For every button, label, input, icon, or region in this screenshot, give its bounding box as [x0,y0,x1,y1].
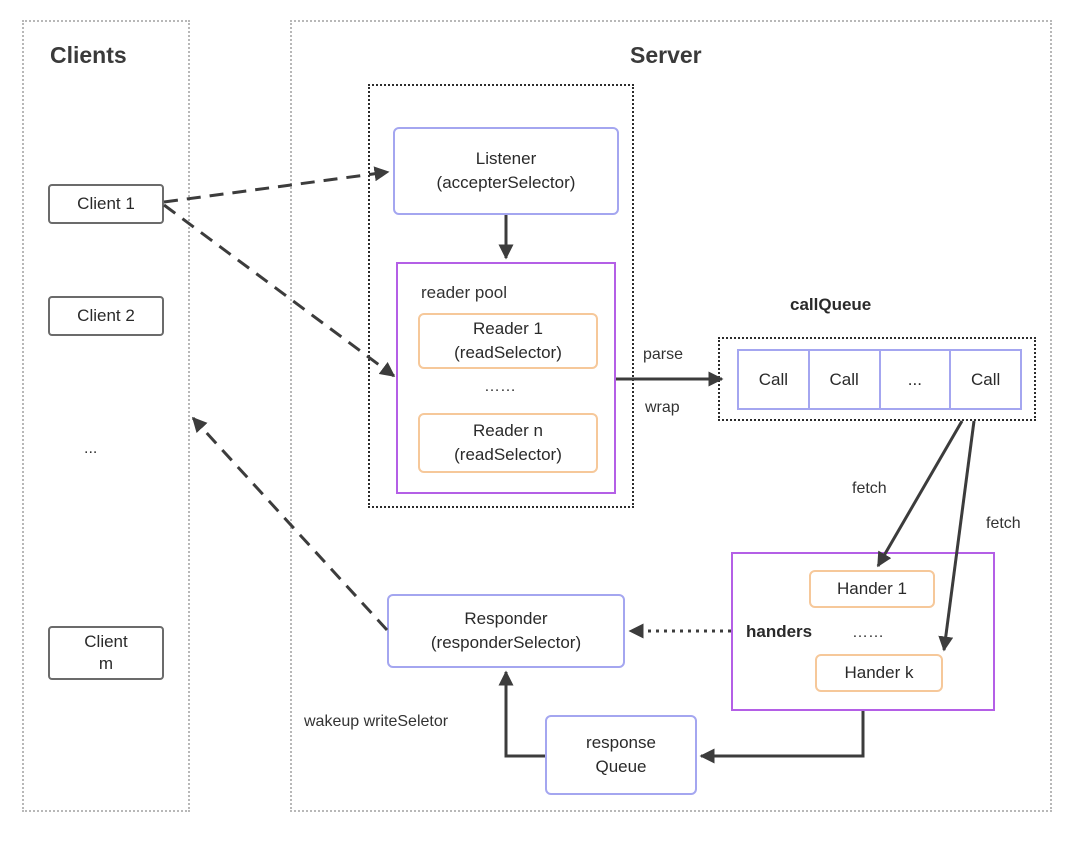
parse-label: parse [643,346,684,363]
wrap-label: wrap [645,399,680,416]
call-cell: Call [970,369,1001,389]
client-2[interactable]: Client 2 [48,296,164,336]
response-queue-box[interactable]: response Queue [545,715,697,795]
call-cell: Call [739,351,810,408]
handler-1-box[interactable]: Hander 1 [809,570,935,608]
handlers-label: handers [746,622,813,641]
reader-n-box[interactable]: Reader n (readSelector) [418,413,598,473]
handler-k-box[interactable]: Hander k [815,654,943,692]
client1-to-listener-arrow [163,166,390,204]
clients-region [22,20,190,812]
wakeup-label: wakeup writeSeletor [304,713,449,730]
call-queue-to-handler-k-arrow [938,420,976,652]
client1-to-reader-pool-arrow [163,203,396,378]
responder-box[interactable]: Responder (responderSelector) [387,594,625,668]
client-ellipsis: ... [84,440,98,457]
fetch-label-right: fetch [986,515,1021,532]
listener-box[interactable]: Listener (accepterSelector) [393,127,619,215]
listener-reader-container [368,84,634,508]
call-cell: ... [881,351,952,408]
reader-pool-label: reader pool [421,283,508,302]
handler-ellipsis: …… [852,624,884,641]
server-region [290,20,1052,812]
handlers-to-response-queue-arrow [699,711,865,764]
call-cell: Call [810,351,881,408]
reader-1-box[interactable]: Reader 1 (readSelector) [418,313,598,369]
server-title: Server [630,42,702,68]
fetch-label-left: fetch [852,480,887,497]
responder-to-clients-arrow [191,416,389,632]
reader-ellipsis: …… [484,378,516,395]
call-queue: Call Call ... Call [737,349,1022,410]
response-queue-to-responder-arrow [498,670,545,758]
call-queue-label: callQueue [790,295,872,314]
call-queue-to-handler-1-arrow [876,420,964,568]
client-m[interactable]: Client m [48,626,164,680]
client-1[interactable]: Client 1 [48,184,164,224]
clients-title: Clients [50,42,127,68]
